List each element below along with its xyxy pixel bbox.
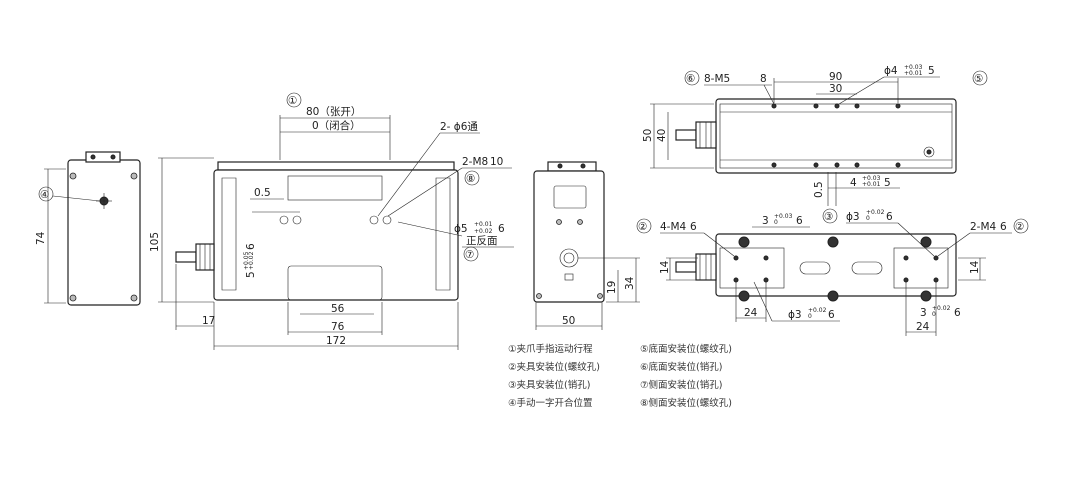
thread-m5-callout: 8-M5 [704, 73, 730, 85]
pin-3-tol-bot: 0 [866, 215, 870, 222]
dim-3: 3 [762, 215, 769, 227]
dim-5: 5 [245, 271, 257, 278]
depth-6: 6 [245, 243, 257, 250]
balloon-2-right: ② [1015, 221, 1024, 233]
bottom-view: ② 4-M4 6 3 +0.03 0 6 ③ ϕ3 +0.02 0 6 2-M4… [636, 208, 1029, 336]
stroke-close: 0（闭合） [312, 119, 361, 132]
pin-3-tol-top: +0.02 [866, 209, 885, 216]
front-view: ① 80（张开） 0（闭合） 2- ϕ6通 2-M8 10 ⑧ 0.5 5 +0… [149, 92, 512, 350]
pin-3-bottom-callout: ϕ3 [788, 309, 802, 321]
balloon-5: ⑤ [974, 73, 983, 85]
balloon-3: ③ [824, 211, 833, 223]
dim-34: 34 [624, 276, 636, 290]
pin-3-bottom-depth: 6 [828, 309, 835, 321]
legend-item-5: ⑤底面安装位(螺纹孔) [640, 343, 732, 355]
thread-m4-callout: 4-M4 [660, 221, 687, 233]
dim-3-right: 3 [920, 307, 927, 319]
dim-17: 17 [202, 315, 215, 327]
dim-105: 105 [149, 232, 161, 252]
top-dim-50: 50 [642, 129, 654, 142]
stroke-open: 80（张开） [306, 106, 361, 118]
legend: ①夹爪手指运动行程 ②夹具安装位(螺纹孔) ③夹具安装位(销孔) ④手动一字开合… [508, 343, 732, 409]
dim-40: 40 [656, 129, 668, 142]
legend-item-4: ④手动一字开合位置 [508, 397, 593, 409]
pin-4-tol-top: +0.03 [904, 64, 923, 71]
tol-5-bot: +0.02 [248, 251, 255, 270]
dim-3-right-depth: 6 [954, 307, 961, 319]
dim-3-right-tol-bot: 0 [932, 311, 936, 318]
pin-5-callout: ϕ5 [454, 223, 468, 235]
pin-5-depth: 6 [498, 223, 505, 235]
dim-30: 30 [829, 83, 842, 95]
dim-24-right: 24 [916, 321, 930, 333]
top-dim-4-depth: 5 [884, 177, 891, 189]
pin-3-bottom-tol-bot: 0 [808, 313, 812, 320]
top-dim-0-5: 0.5 [813, 181, 825, 198]
pin-5-tol-bot: +0.02 [474, 228, 493, 235]
dim-74: 74 [35, 231, 47, 245]
dim-3-right-tol-top: +0.02 [932, 305, 951, 312]
legend-item-6: ⑥底面安装位(销孔) [640, 361, 722, 373]
balloon-4: ④ [40, 189, 49, 201]
legend-item-1: ①夹爪手指运动行程 [508, 343, 593, 355]
dim-24-left: 24 [744, 307, 758, 319]
dim-19: 19 [606, 281, 618, 294]
balloon-6: ⑥ [686, 73, 695, 85]
legend-item-3: ③夹具安装位(销孔) [508, 379, 590, 391]
legend-item-8: ⑧侧面安装位(螺纹孔) [640, 397, 732, 409]
side-view: 50 19 34 ϕ5 +0.01 +0.02 6 正反面 ⑦ [397, 161, 640, 330]
dim-56: 56 [331, 303, 345, 315]
top-dim-4: 4 [850, 177, 857, 189]
dim-14-left: 14 [659, 260, 671, 274]
legend-item-7: ⑦侧面安装位(销孔) [640, 379, 722, 391]
hole-6-callout: 2- ϕ6通 [440, 121, 478, 133]
thread-m4-right-callout: 2-M4 [970, 221, 997, 233]
balloon-2-left: ② [638, 221, 647, 233]
left-view: 74 ④ [35, 151, 141, 306]
balloon-7: ⑦ [465, 249, 474, 261]
side-dim-50: 50 [562, 315, 575, 327]
pin-4-callout: ϕ4 [884, 65, 898, 77]
dim-3-tol-top: +0.03 [774, 213, 793, 220]
dim-76: 76 [331, 321, 345, 333]
front-face-label: 正反面 [466, 235, 498, 247]
dim-0-5: 0.5 [254, 187, 271, 199]
pin-5-tol-top: +0.01 [474, 221, 493, 228]
pin-3-bottom-tol-top: +0.02 [808, 307, 827, 314]
depth-10: 10 [490, 156, 503, 168]
pin-4-depth: 5 [928, 65, 935, 77]
thread-m4-right-depth: 6 [1000, 221, 1007, 233]
dim-172: 172 [326, 335, 346, 347]
dim-3-tol-bot: 0 [774, 219, 778, 226]
balloon-1: ① [288, 95, 297, 107]
depth-8: 8 [760, 73, 767, 85]
legend-item-2: ②夹具安装位(螺纹孔) [508, 361, 600, 373]
pin-3-callout: ϕ3 [846, 211, 860, 223]
dim-90: 90 [829, 71, 842, 83]
balloon-8: ⑧ [466, 173, 475, 185]
top-dim-4-tol-top: +0.03 [862, 175, 881, 182]
thread-m8-callout: 2-M8 [462, 156, 488, 168]
pin-3-depth: 6 [886, 211, 893, 223]
tol-5-top: +0.05 [243, 251, 250, 270]
dim-3-depth: 6 [796, 215, 803, 227]
dim-14-right: 14 [969, 260, 981, 274]
thread-m4-depth: 6 [690, 221, 697, 233]
pin-4-tol-bot: +0.01 [904, 70, 923, 77]
top-view: 90 30 ⑥ 8-M5 8 ϕ4 +0.03 +0.01 5 ⑤ 50 40 … [642, 64, 988, 206]
top-dim-4-tol-bot: +0.01 [862, 181, 881, 188]
